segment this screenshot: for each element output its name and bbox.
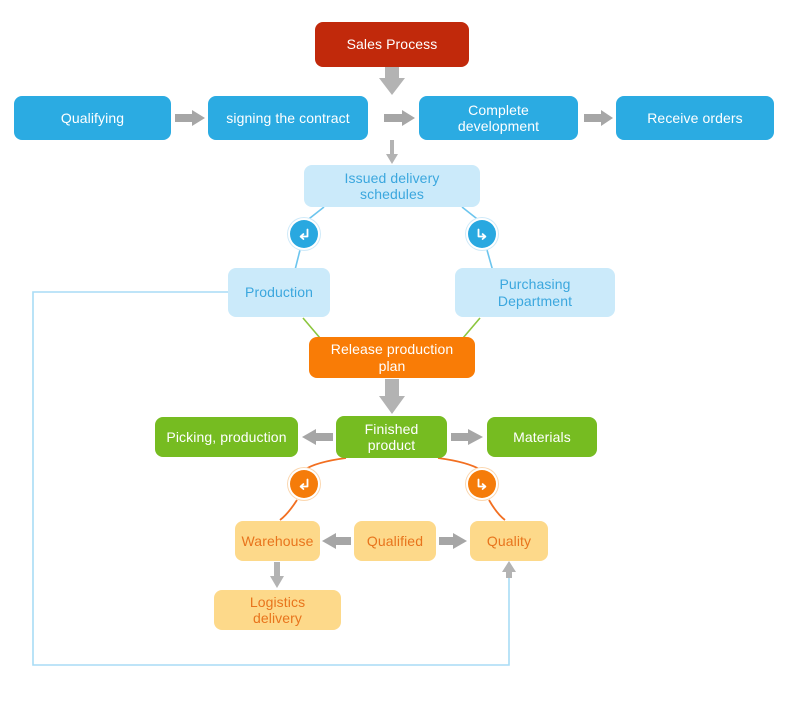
production-to-plan-line bbox=[302, 317, 321, 339]
node-complete-development[interactable]: Complete development bbox=[419, 96, 578, 140]
development-to-orders-arrow bbox=[584, 110, 613, 126]
node-signing-the-contract[interactable]: signing the contract bbox=[208, 96, 368, 140]
finished-to-materials-arrow bbox=[451, 429, 483, 445]
badge-production-branch[interactable] bbox=[290, 220, 318, 248]
node-receive-orders[interactable]: Receive orders bbox=[616, 96, 774, 140]
node-issued-delivery-schedules[interactable]: Issued delivery schedules bbox=[304, 165, 480, 207]
plan-to-finished-arrow bbox=[379, 379, 405, 414]
sales-to-contract-arrow bbox=[379, 67, 405, 95]
node-picking-production[interactable]: Picking, production bbox=[155, 417, 298, 457]
node-production[interactable]: Production bbox=[228, 268, 330, 317]
node-qualified[interactable]: Qualified bbox=[354, 521, 436, 561]
badge-warehouse-branch[interactable] bbox=[290, 470, 318, 498]
arrow-down-left-icon bbox=[299, 478, 309, 490]
qualifying-to-contract-arrow bbox=[175, 110, 205, 126]
arrow-down-right-icon bbox=[477, 478, 487, 490]
node-release-production-plan[interactable]: Release production plan bbox=[309, 337, 475, 378]
finished-to-picking-arrow bbox=[302, 429, 333, 445]
arrow-down-left-icon bbox=[299, 228, 309, 240]
node-materials[interactable]: Materials bbox=[487, 417, 597, 457]
node-purchasing-department[interactable]: Purchasing Department bbox=[455, 268, 615, 317]
badge-purchasing-branch[interactable] bbox=[468, 220, 496, 248]
purchasing-to-plan-line bbox=[462, 317, 481, 339]
loop-to-quality-arrow bbox=[502, 561, 516, 578]
node-finished-product[interactable]: Finished product bbox=[336, 416, 447, 458]
qualified-to-quality-arrow bbox=[439, 533, 467, 549]
badge-quality-branch[interactable] bbox=[468, 470, 496, 498]
contract-to-delivery-arrow bbox=[386, 140, 398, 164]
node-qualifying[interactable]: Qualifying bbox=[14, 96, 171, 140]
node-logistics-delivery[interactable]: Logistics delivery bbox=[214, 590, 341, 630]
qualified-to-warehouse-arrow bbox=[322, 533, 351, 549]
node-quality[interactable]: Quality bbox=[470, 521, 548, 561]
node-sales-process[interactable]: Sales Process bbox=[315, 22, 469, 67]
contract-to-development-arrow bbox=[384, 110, 415, 126]
warehouse-to-logistics-arrow bbox=[270, 562, 284, 588]
arrow-down-right-icon bbox=[477, 228, 487, 240]
node-warehouse[interactable]: Warehouse bbox=[235, 521, 320, 561]
